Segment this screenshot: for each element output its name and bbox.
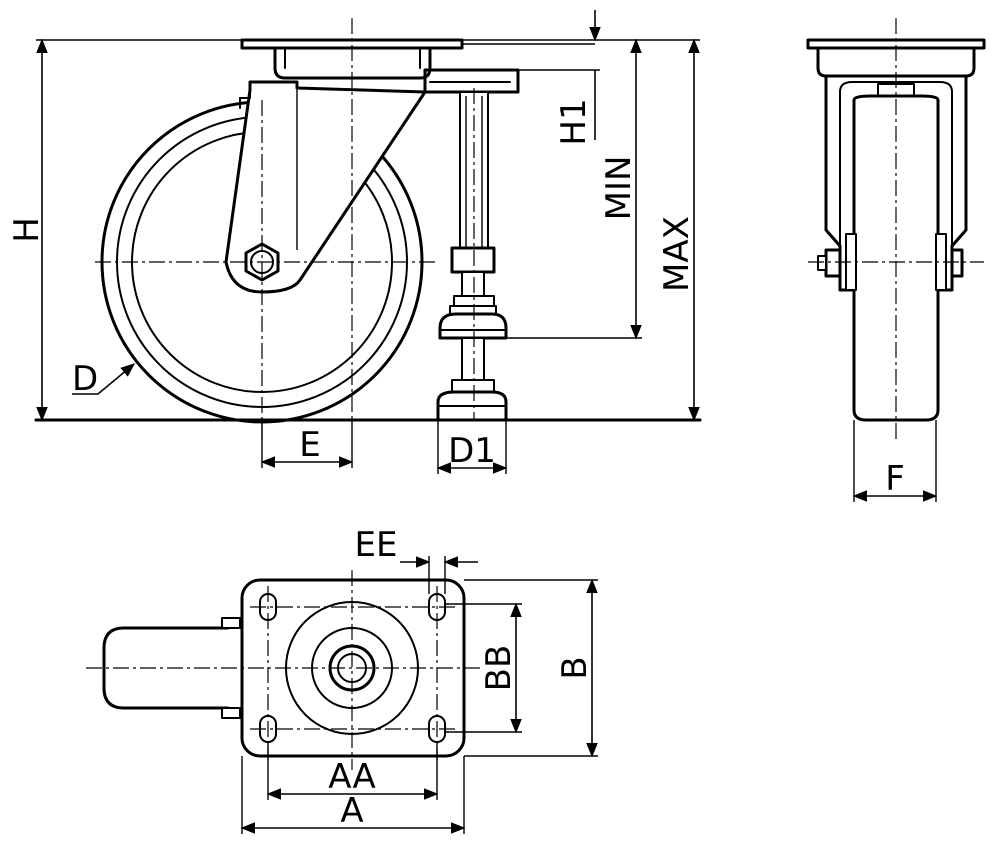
label-F: F [885, 459, 905, 499]
top-view: EE BB B AA A [86, 525, 598, 834]
label-AA: AA [328, 757, 375, 797]
label-D: D [72, 359, 98, 399]
label-EE: EE [355, 525, 398, 565]
label-H: H [7, 217, 47, 243]
label-BB: BB [479, 645, 519, 692]
side-brake-stem [436, 91, 508, 422]
side-brake-bracket [423, 68, 520, 94]
label-A: A [340, 791, 363, 831]
label-MIN: MIN [599, 156, 639, 221]
label-E: E [299, 425, 320, 465]
front-view: F [806, 18, 986, 502]
top-wheel [102, 626, 230, 710]
label-H1: H1 [554, 98, 594, 145]
label-D1: D1 [448, 431, 496, 471]
front-wheel [852, 94, 940, 422]
side-view: H H1 MIN MAX D E D1 [7, 10, 702, 474]
label-B: B [555, 656, 595, 679]
label-MAX: MAX [657, 216, 697, 292]
